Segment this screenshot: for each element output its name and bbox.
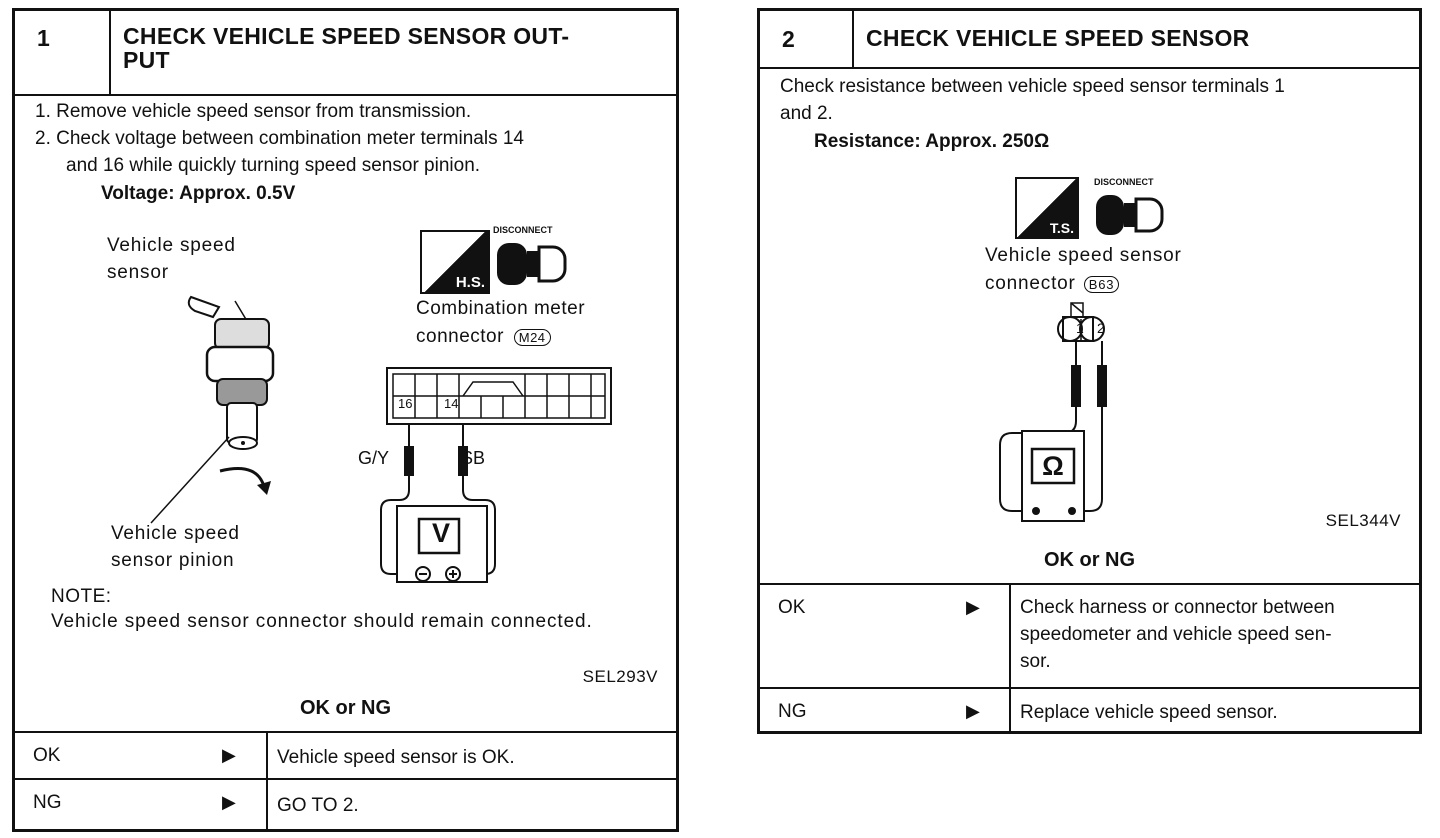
panel1-spec: Voltage: Approx. 0.5V bbox=[101, 183, 296, 204]
connector-code-m24: M24 bbox=[513, 329, 551, 346]
panel2-result-row-ng: NG ▶ Replace vehicle speed sensor. bbox=[760, 687, 1419, 733]
terminal-16-label: 16 bbox=[398, 396, 413, 411]
label-vehicle-speed-sensor: Vehicle speed sensor bbox=[107, 235, 236, 283]
panel2-spec: Resistance: Approx. 250Ω bbox=[814, 131, 1050, 152]
panel-check-sensor-output: 1 CHECK VEHICLE SPEED SENSOR OUT- PUT 1.… bbox=[12, 8, 679, 832]
terminal-side-icon: T.S. bbox=[1015, 177, 1079, 239]
disconnect-icon bbox=[1096, 195, 1164, 235]
panel-check-sensor: 2 CHECK VEHICLE SPEED SENSOR Check resis… bbox=[757, 8, 1422, 734]
panel2-instruction-line2: and 2. bbox=[780, 103, 833, 124]
sensor-connector-diagram bbox=[999, 302, 1107, 522]
status-ok: OK bbox=[778, 597, 806, 618]
disconnect-icon bbox=[497, 243, 567, 285]
combination-meter-connector-diagram bbox=[380, 367, 612, 583]
panel1-ok-or-ng: OK or NG bbox=[299, 697, 392, 719]
arrow-icon: ▶ bbox=[966, 597, 980, 617]
terminal-2-label: 2 bbox=[1097, 320, 1105, 336]
speed-sensor-illustration bbox=[187, 295, 275, 495]
result-text: Replace vehicle speed sensor. bbox=[1009, 689, 1419, 733]
result-text: GO TO 2. bbox=[266, 780, 676, 831]
panel1-header: 1 CHECK VEHICLE SPEED SENSOR OUT- PUT bbox=[15, 11, 676, 96]
disconnect-label: DISCONNECT bbox=[1094, 177, 1154, 187]
wire-color-gy: G/Y bbox=[358, 448, 390, 468]
panel1-figure-id: SEL293V bbox=[582, 667, 658, 686]
hs-badge-label: H.S. bbox=[455, 274, 485, 291]
terminal-1-label: 1 bbox=[1076, 320, 1084, 336]
panel1-note-title: NOTE: bbox=[51, 586, 112, 607]
panel2-result-row-ok: OK ▶ Check harness or connector between … bbox=[760, 583, 1419, 689]
ohmmeter-symbol: Ω bbox=[1042, 451, 1064, 481]
status-ok: OK bbox=[33, 745, 61, 766]
pinion-leader-line bbox=[150, 436, 230, 524]
terminal-14-label: 14 bbox=[444, 396, 459, 411]
wire-color-sb: SB bbox=[461, 448, 486, 468]
panel1-title: CHECK VEHICLE SPEED SENSOR OUT- PUT bbox=[123, 23, 570, 73]
panel2-ok-or-ng: OK or NG bbox=[1043, 549, 1136, 571]
panel1-step2-line2: and 16 while quickly turning speed senso… bbox=[66, 155, 481, 176]
label-vehicle-speed-sensor-pinion: Vehicle speed sensor pinion bbox=[111, 523, 240, 571]
panel2-step-number: 2 bbox=[760, 11, 854, 67]
status-ng: NG bbox=[33, 792, 62, 813]
panel2-figure-id: SEL344V bbox=[1325, 511, 1401, 530]
disconnect-label: DISCONNECT bbox=[493, 225, 553, 235]
panel1-step-number: 1 bbox=[15, 11, 111, 94]
panel2-instruction-line1: Check resistance between vehicle speed s… bbox=[780, 76, 1285, 97]
result-text: Vehicle speed sensor is OK. bbox=[266, 733, 676, 780]
panel1-result-row-ng: NG ▶ GO TO 2. bbox=[15, 778, 676, 831]
panel2-header: 2 CHECK VEHICLE SPEED SENSOR bbox=[760, 11, 1419, 69]
combination-meter-connector-label: Combination meter connector M24 bbox=[416, 298, 586, 347]
harness-side-icon: H.S. bbox=[420, 230, 490, 294]
arrow-icon: ▶ bbox=[222, 745, 236, 765]
panel1-step2-line1: 2. Check voltage between combination met… bbox=[35, 128, 524, 149]
connector-code-b63: B63 bbox=[1083, 276, 1120, 293]
status-ng: NG bbox=[778, 701, 807, 722]
panel1-step1: 1. Remove vehicle speed sensor from tran… bbox=[35, 101, 472, 122]
voltmeter-symbol: V bbox=[431, 518, 450, 548]
arrow-icon: ▶ bbox=[222, 792, 236, 812]
ts-badge-label: T.S. bbox=[1049, 220, 1074, 236]
result-text: Check harness or connector between speed… bbox=[1009, 585, 1419, 689]
panel2-title: CHECK VEHICLE SPEED SENSOR bbox=[866, 25, 1250, 51]
panel1-note-text: Vehicle speed sensor connector should re… bbox=[51, 611, 593, 632]
panel1-result-row-ok: OK ▶ Vehicle speed sensor is OK. bbox=[15, 731, 676, 780]
arrow-icon: ▶ bbox=[966, 701, 980, 721]
vehicle-speed-sensor-connector-label: Vehicle speed sensor connector B63 bbox=[985, 245, 1182, 294]
